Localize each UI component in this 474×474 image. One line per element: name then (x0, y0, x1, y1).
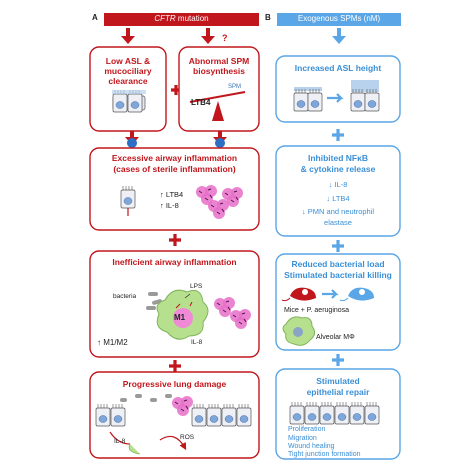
lps-arrow (184, 293, 191, 299)
b-box3-title-1: Reduced bacterial load (291, 259, 385, 269)
plus-icon (332, 129, 344, 141)
arrow-header-to-box2 (201, 28, 215, 44)
ltb4-label: LTB4 (191, 98, 211, 107)
plus-icon (332, 354, 344, 366)
box5-il8: IL-8 (114, 438, 126, 445)
arrow-header-to-b1 (332, 28, 346, 44)
panel-b-letter: B (265, 13, 271, 22)
epithelium-icon (112, 90, 146, 112)
repair-item: Migration (288, 434, 317, 442)
box1-title: Low ASL & mucociliary clearance (104, 56, 152, 86)
balance-icon (189, 91, 246, 121)
repair-item: Wound healing (288, 443, 335, 450)
box2-title: Abnormal SPM biosynthesis (188, 56, 250, 76)
b-box2-item3-line2: elastase (324, 218, 352, 227)
panel-b-header-label: Exogenous SPMs (nM) (297, 14, 381, 23)
m1-label: M1 (174, 313, 186, 322)
asl-icon-after (351, 80, 379, 111)
box3-ltb4: ↑ LTB4 (160, 190, 184, 199)
panel-b-header (277, 13, 401, 26)
box-inhibited-nfkb (275, 145, 401, 237)
m1-m2-ratio: ↑ M1/M2 (97, 338, 128, 347)
repair-item: Proliferation (288, 426, 326, 433)
b-box2-item2: ↓ LTB4 (326, 194, 350, 203)
alveolar-macrophage-label: Alveolar MΦ (316, 334, 355, 341)
mouse-icon-healthy (339, 287, 374, 302)
repair-item: Tight junction formation (288, 451, 361, 458)
gene-name: CFTR (154, 14, 176, 23)
box4-title: Inefficient airway inflammation (112, 257, 237, 267)
b-box1-title: Increased ASL height (294, 63, 382, 73)
b-box2-title-1: Inhibited NFκB (308, 153, 368, 163)
m1-macrophage-icon (156, 289, 209, 340)
panel-a-letter: A (92, 13, 98, 22)
plus-icon (169, 360, 181, 372)
spm-label: SPM (228, 84, 242, 90)
plus-icon (169, 234, 181, 246)
b-box4-title-1: Stimulated (316, 376, 360, 386)
damaged-epithelium-icon (96, 394, 251, 455)
panel-b (275, 13, 401, 460)
arrow-right (327, 93, 344, 103)
plus-icon (332, 240, 344, 252)
cell-stack-icon (121, 186, 135, 216)
panel-a (89, 13, 260, 459)
mouse-icon (281, 287, 316, 302)
box5-title: Progressive lung damage (122, 379, 227, 389)
panel-a-header (104, 13, 259, 26)
lps-label: LPS (190, 283, 203, 290)
bacteria-label: bacteria (113, 293, 137, 300)
question-mark: ? (222, 33, 228, 43)
b-box2-item1: ↓ IL-8 (328, 180, 348, 189)
box4-il8: IL-8 (191, 339, 203, 346)
header-suffix: mutation (175, 14, 209, 23)
box3-title: Excessive airway inflammation (111, 153, 238, 163)
arrow-header-to-box1 (121, 28, 135, 44)
box-lung-damage (89, 371, 260, 459)
b-box4-title-2: epithelial repair (306, 387, 370, 397)
box3-subtitle: (cases of sterile inflammation) (113, 164, 236, 174)
b-box2-title-2: & cytokine release (300, 164, 376, 174)
asl-icon-before (294, 87, 322, 111)
panel-a-header-label: CFTR mutation (104, 14, 259, 23)
box3-il8: ↑ IL-8 (160, 201, 179, 210)
box-low-asl (89, 46, 167, 132)
b-box2-item3-line1: ↓ PMN and neutrophil (301, 207, 375, 216)
ros-label: ROS (180, 434, 195, 441)
mice-label: Mice + P. aeruginosa (284, 307, 350, 314)
alveolar-macrophage-icon (282, 316, 316, 346)
arrow-right (322, 289, 339, 299)
b-box3-title-2: Stimulated bacterial killing (284, 270, 392, 280)
